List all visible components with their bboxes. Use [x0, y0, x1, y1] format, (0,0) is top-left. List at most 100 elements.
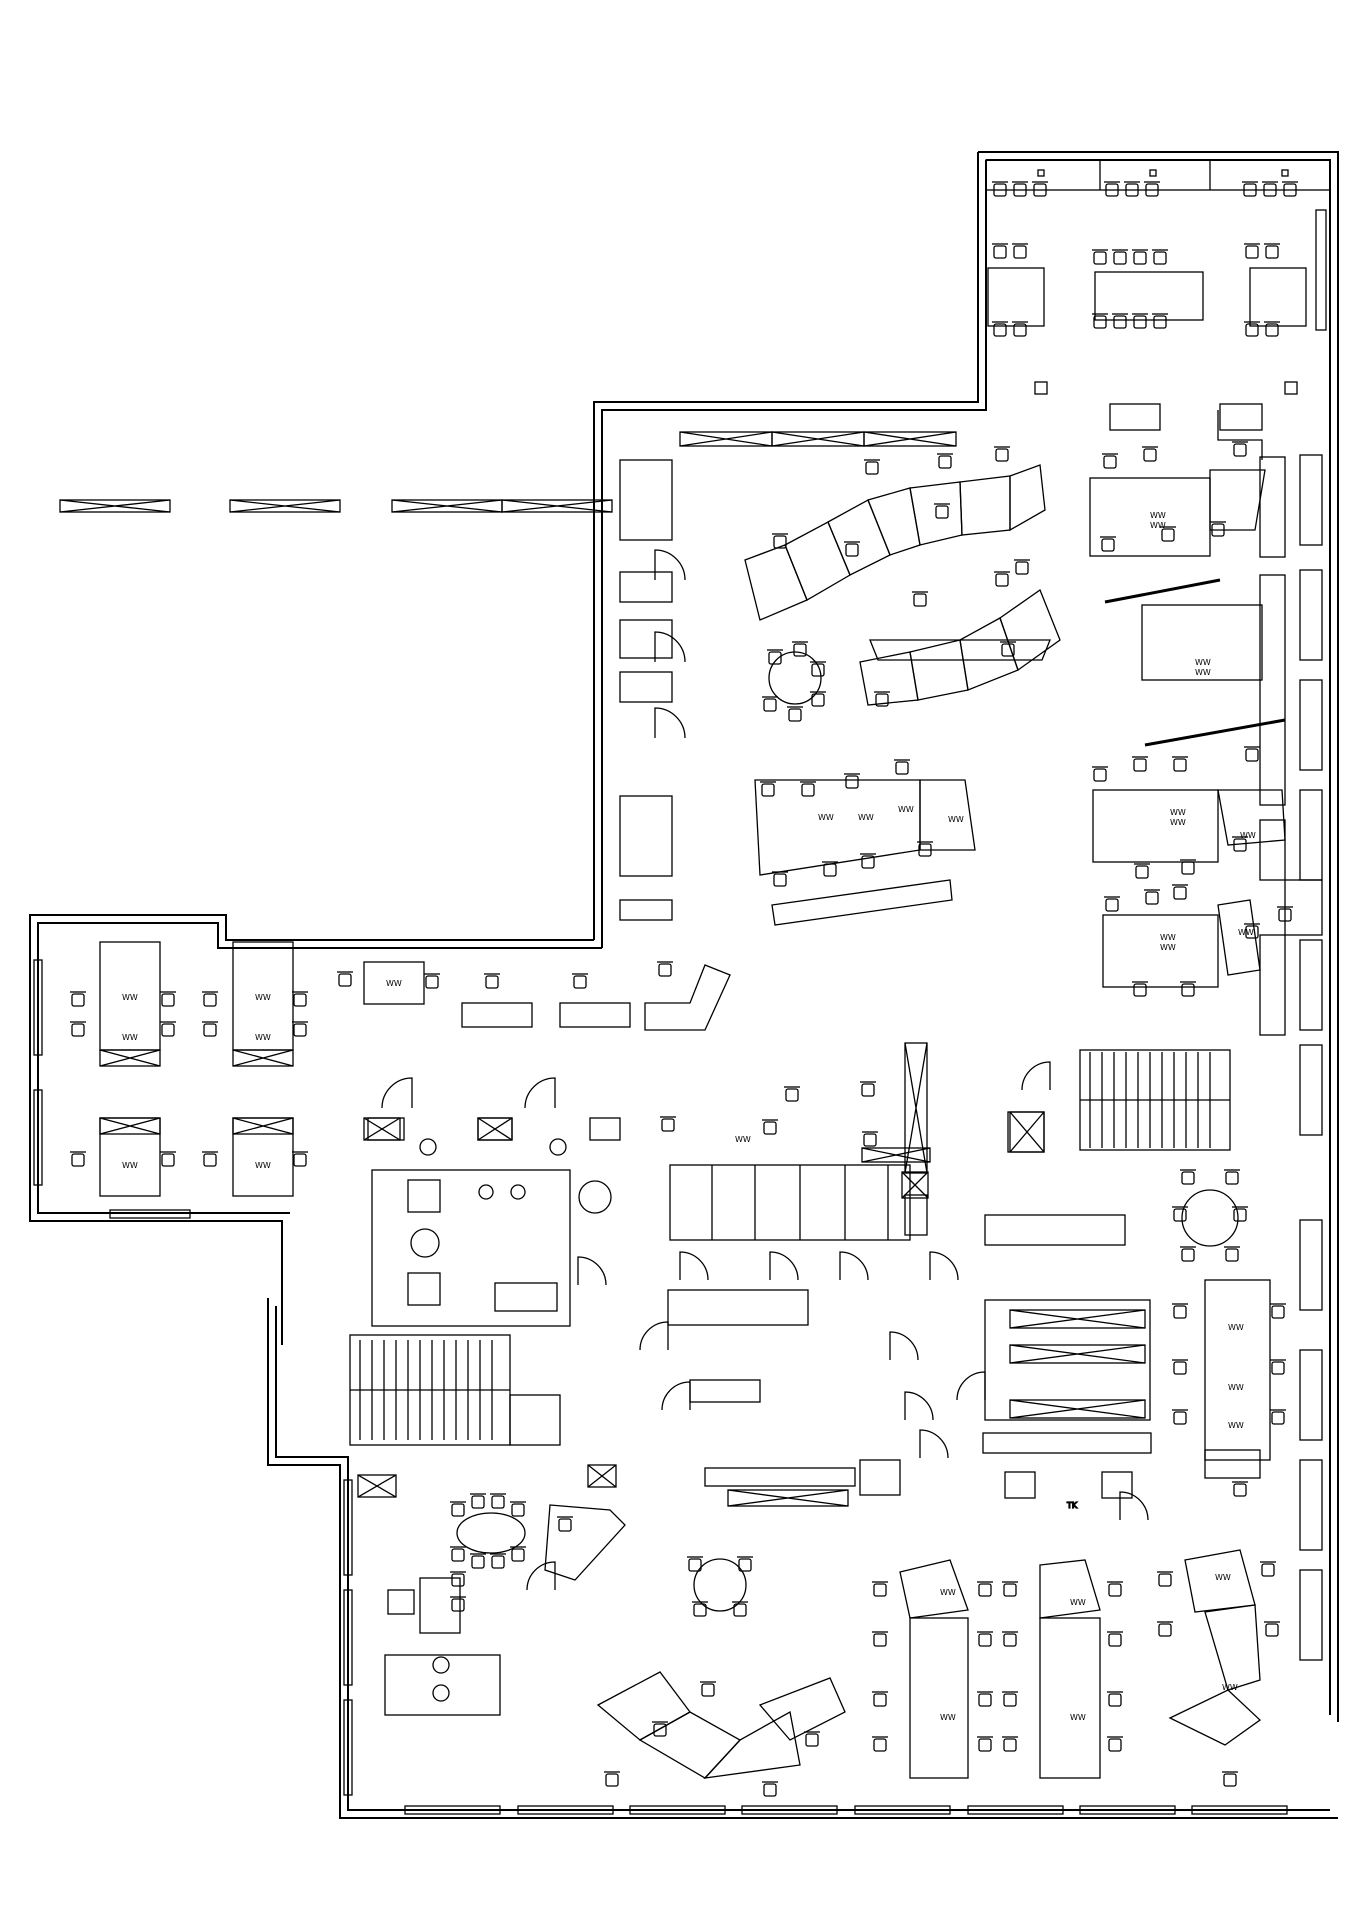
label-tk: TK: [1066, 1501, 1078, 1510]
chair: [1225, 1171, 1239, 1185]
chair: [511, 1548, 525, 1562]
chair: [873, 1693, 887, 1707]
cabinet-cross: [391, 499, 503, 513]
door-swing: [1021, 1061, 1051, 1091]
desk-label: WW: [1070, 1598, 1086, 1607]
desk-label: WW: [1170, 818, 1186, 827]
chair: [293, 1153, 307, 1167]
chair: [451, 1598, 465, 1612]
storage-cabinet: [1009, 1309, 1146, 1329]
cabinet-cross: [904, 1042, 928, 1174]
south-workstations: [596, 1549, 1262, 1779]
desk-label: WW: [898, 805, 914, 814]
chair: [763, 1783, 777, 1797]
cabinet-cross: [727, 1489, 849, 1507]
storage-cabinet: [59, 499, 171, 513]
chair: [788, 708, 802, 722]
desk-label: WW: [386, 979, 402, 988]
chair: [71, 993, 85, 1007]
chair: [1158, 1623, 1172, 1637]
door-swing: [524, 1077, 556, 1109]
cabinet-cross: [679, 431, 773, 447]
chair: [1233, 1208, 1247, 1222]
chair: [1265, 323, 1279, 337]
chair: [573, 975, 587, 989]
desk-label: WW: [940, 1588, 956, 1597]
cabinet-cross: [587, 1464, 617, 1488]
door-swing: [526, 1561, 556, 1591]
south-windows: [404, 1805, 1288, 1815]
chair: [1283, 183, 1297, 197]
outer-wall-west: [29, 914, 594, 1345]
chair: [1143, 448, 1157, 462]
round-table-south: [693, 1558, 747, 1612]
door-swing: [956, 1371, 986, 1401]
chair: [805, 1733, 819, 1747]
chair: [1211, 523, 1225, 537]
chair: [1181, 1171, 1195, 1185]
storage-cabinet: [501, 499, 613, 513]
outer-wall-north-mid: [593, 152, 979, 940]
door-swing: [1119, 1491, 1149, 1521]
chair: [161, 993, 175, 1007]
chair: [491, 1555, 505, 1569]
desk-label: WW: [1228, 1323, 1244, 1332]
cabinet-cross: [99, 1117, 161, 1135]
desk-label: WW: [940, 1713, 956, 1722]
desk-label: WW: [818, 813, 834, 822]
bench-desk-2: [1039, 1617, 1101, 1779]
inner-wall-south: [275, 1306, 1330, 1811]
door-swing: [654, 549, 686, 581]
chair: [935, 505, 949, 519]
cabinet-cross: [1009, 1111, 1045, 1153]
desk-label: WW: [122, 1161, 138, 1170]
outer-wall-south: [267, 1298, 1338, 1819]
chair: [1003, 1693, 1017, 1707]
oval-meeting-table: [456, 1512, 526, 1554]
restrooms: [667, 1164, 1152, 1499]
chair: [1261, 1563, 1275, 1577]
chair: [1225, 1248, 1239, 1262]
inner-wall-north-mid: [601, 160, 987, 948]
chair: [1003, 1583, 1017, 1597]
chair: [1271, 1305, 1285, 1319]
desk-group-d: [1102, 914, 1219, 988]
cabinet-cross: [477, 1117, 513, 1141]
chair: [1093, 315, 1107, 329]
chair: [1103, 455, 1117, 469]
chair: [1243, 183, 1257, 197]
chair: [1233, 1483, 1247, 1497]
bench-desk-1: [909, 1617, 969, 1779]
chair: [785, 1088, 799, 1102]
chair: [978, 1693, 992, 1707]
chair: [1173, 1305, 1187, 1319]
chair: [658, 963, 672, 977]
cabinet-cross: [1009, 1309, 1146, 1329]
chair: [1245, 748, 1259, 762]
chair: [558, 1518, 572, 1532]
chair: [995, 448, 1009, 462]
chair: [1001, 643, 1015, 657]
chair: [701, 1683, 715, 1697]
storage-cabinet: [904, 1042, 928, 1174]
chairs: [70, 181, 1298, 1797]
chair: [1133, 315, 1147, 329]
cabinet-cross: [901, 1171, 929, 1199]
chair: [451, 1503, 465, 1517]
chair: [875, 693, 889, 707]
chair: [1181, 983, 1195, 997]
chair: [688, 1558, 702, 1572]
chair: [768, 651, 782, 665]
east-windows: [1284, 209, 1327, 1661]
desk-label: WW: [1215, 1573, 1231, 1582]
chair: [71, 1023, 85, 1037]
partitions: [619, 410, 1286, 1036]
cabinet-row: [984, 1214, 1126, 1246]
chair: [1108, 1633, 1122, 1647]
storage-cabinet: [587, 1464, 617, 1488]
executive-desk: [419, 1577, 461, 1634]
chair: [1015, 561, 1029, 575]
chair: [773, 873, 787, 887]
cabinet-cross: [232, 1049, 294, 1067]
